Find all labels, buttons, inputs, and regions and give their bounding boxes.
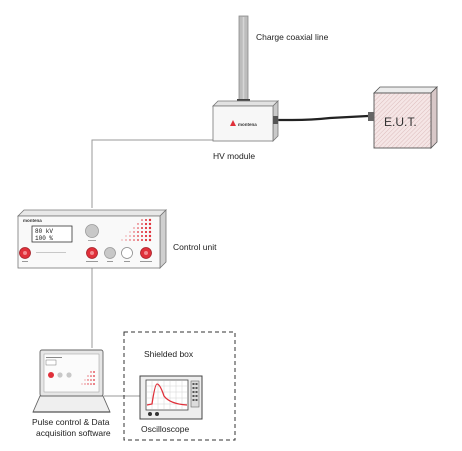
control-unit: montena 80 kV 100 % — [17, 209, 167, 269]
hv-module: montena — [212, 100, 279, 142]
display-percent: 100 % — [35, 235, 53, 242]
charge-line-label: Charge coaxial line — [256, 32, 329, 42]
scope-knob-2 — [155, 412, 159, 416]
shielded-box — [123, 331, 236, 441]
control-unit-label: Control unit — [173, 242, 217, 252]
display-voltage: 80 kV — [35, 228, 53, 235]
control-knob — [85, 224, 99, 238]
waveform-trace — [146, 383, 188, 406]
connections — [91, 114, 369, 397]
laptop-keyboard-base — [32, 395, 111, 413]
control-display — [31, 225, 73, 243]
software-label-line2: acquisition software — [36, 428, 111, 438]
eut-label: E.U.T. — [384, 115, 417, 129]
shielded-box-label: Shielded box — [144, 349, 194, 359]
hv-module-brand: montena — [238, 122, 257, 127]
oscilloscope-screen — [145, 379, 189, 411]
hv-module-label: HV module — [213, 151, 255, 161]
button-captions — [22, 261, 152, 262]
oscilloscope — [139, 375, 203, 420]
control-unit-brand: montena — [23, 218, 42, 223]
brand-logo-icon — [230, 120, 236, 126]
eut-box — [368, 86, 438, 149]
oscilloscope-label: Oscilloscope — [141, 424, 189, 434]
hv-to-eut-cable — [276, 114, 369, 122]
control-buttons — [19, 247, 152, 259]
hv-to-control-cable — [91, 139, 213, 208]
software-label-line1: Pulse control & Data — [32, 417, 110, 427]
brand-dots-icon — [121, 218, 152, 242]
charge-coaxial-line — [237, 15, 250, 105]
laptop — [32, 349, 111, 413]
scope-knob-1 — [148, 412, 152, 416]
